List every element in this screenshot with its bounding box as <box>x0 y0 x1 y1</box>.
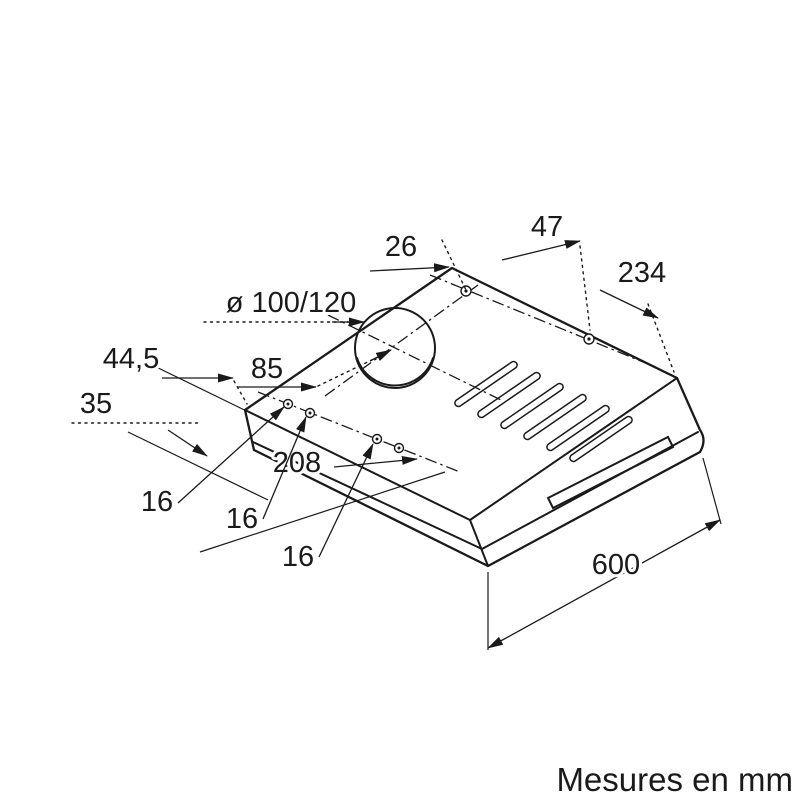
dim-85-extension <box>317 356 379 387</box>
mounting-hole-center <box>286 402 290 406</box>
grille-slat <box>569 415 633 463</box>
dim-234-extension <box>647 303 675 373</box>
dim-16-1-label: 16 <box>141 486 173 518</box>
dim-47: 47 <box>501 208 591 331</box>
mounting-hole-center <box>375 437 379 441</box>
dim-35-arrow <box>167 429 208 457</box>
dim-16-1: 16 <box>138 406 285 521</box>
dim-diameter-label: ø 100/120 <box>226 287 357 319</box>
top-face-front-right-edge <box>469 377 678 521</box>
dim-85-arrow-2 <box>369 349 392 362</box>
fixing-holes <box>282 285 595 454</box>
dim-35: 35 <box>71 385 208 457</box>
mounting-hole-center <box>308 411 312 415</box>
dim-85: 85 <box>238 349 392 392</box>
dim-234: 234 <box>599 254 675 373</box>
duct-collar <box>354 307 436 389</box>
extension-line <box>199 471 446 553</box>
dim-600-arrow <box>487 519 721 649</box>
center-line-mounting-holes <box>257 391 461 473</box>
front-corner-edge <box>469 519 489 567</box>
dim-234-arrow <box>599 289 659 319</box>
center-line-collar-b <box>327 314 504 402</box>
dim-600-label: 600 <box>592 549 640 581</box>
vent-grille <box>454 360 633 463</box>
dim-47-arrow <box>501 240 581 261</box>
grille-slat <box>546 404 610 452</box>
dim-44-5: 44,5 <box>100 340 248 405</box>
grille-slat <box>477 371 541 419</box>
screw-hole-center <box>587 337 591 341</box>
extension-line <box>147 362 303 439</box>
dim-diameter: ø 100/120 <box>203 284 365 327</box>
screw-hole-center <box>464 289 468 293</box>
dim-85-label: 85 <box>251 353 283 385</box>
dim-35-label: 35 <box>80 388 112 420</box>
dim-208: 208 <box>270 444 418 482</box>
dim-16-2: 16 <box>223 416 307 538</box>
tray-lip-left-edge <box>252 441 483 550</box>
dim-47-label: 47 <box>531 211 563 243</box>
mounting-hole-center <box>397 446 401 450</box>
dim-208-arrow <box>333 455 418 468</box>
dim-16-3-leader <box>318 443 374 558</box>
grille-slat <box>500 382 564 430</box>
dim-16-2-label: 16 <box>226 503 258 535</box>
dim-44-5-label: 44,5 <box>103 343 159 375</box>
dim-234-label: 234 <box>618 257 666 289</box>
dim-600-extension-right <box>702 457 722 525</box>
grille-slat <box>523 393 587 441</box>
dim-26: 26 <box>369 228 467 291</box>
duct-collar-inner-rim <box>356 357 434 387</box>
dim-16-3-label: 16 <box>282 541 314 573</box>
extension-line <box>127 431 269 501</box>
dim-26-extension <box>441 239 467 291</box>
dim-600: 600 <box>487 457 722 650</box>
dim-16-1-leader <box>177 406 285 504</box>
handle-strip <box>546 435 675 510</box>
units-note: Mesures en mm <box>556 761 793 798</box>
dim-26-label: 26 <box>385 231 417 263</box>
dim-16-2-leader <box>262 416 307 520</box>
grille-slat <box>454 360 518 408</box>
dim-44-5-extension <box>233 380 248 405</box>
dim-26-arrow <box>369 263 450 273</box>
center-line-collar-a <box>324 284 479 397</box>
dim-208-label: 208 <box>273 447 321 479</box>
dim-47-extension <box>579 245 591 331</box>
dim-16-3: 16 <box>279 443 374 576</box>
